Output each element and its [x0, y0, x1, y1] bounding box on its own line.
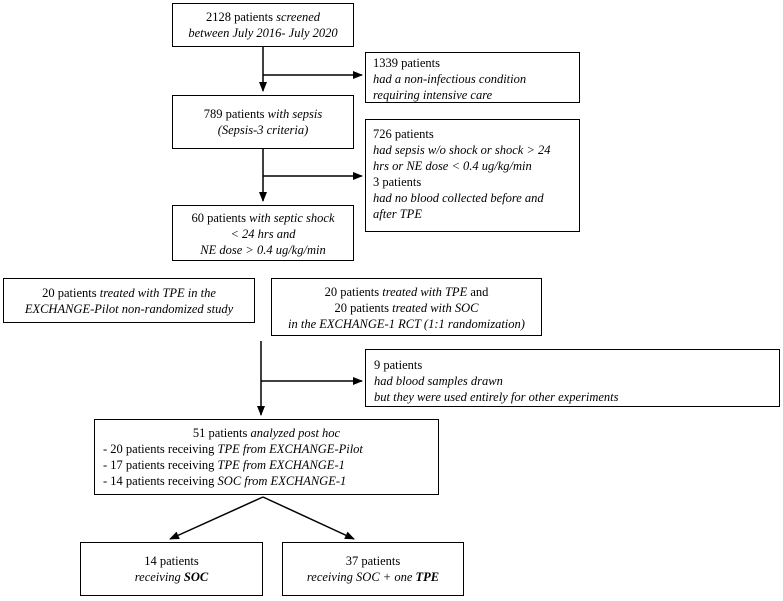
excluded-samples-reason-2: but they were used entirely for other ex…: [374, 390, 619, 404]
analyzed-box: 51 patients analyzed post hoc - 20 patie…: [94, 419, 439, 495]
sepsis-criteria: (Sepsis-3 criteria): [217, 123, 309, 137]
soc-group-treatment: SOC: [183, 570, 209, 584]
rct-study: in the EXCHANGE-1 RCT (1:1 randomization…: [288, 317, 525, 331]
septic-shock-box: 60 patients with septic shock < 24 hrs a…: [172, 205, 354, 261]
excluded-noblood-count: 3 patients: [373, 175, 422, 189]
excluded-noninfectious-count: 1339 patients: [373, 56, 441, 70]
screened-period: between July 2016- July 2020: [188, 26, 338, 40]
septic-shock-criterion-2: NE dose > 0.4 ug/kg/min: [200, 243, 326, 257]
excluded-samples-count: 9 patients: [374, 358, 423, 372]
excluded-sepsis-count: 726 patients: [373, 127, 434, 141]
analyzed-label: analyzed post hoc: [250, 426, 341, 440]
excluded-noblood-reason-1: had no blood collected before and: [373, 191, 544, 205]
soc-group-label: receiving: [134, 570, 184, 584]
tpe-group-box: 37 patients receiving SOC + one TPE: [282, 542, 464, 596]
excluded-sepsis-box: 726 patients had sepsis w/o shock or sho…: [365, 119, 580, 232]
sepsis-box: 789 patients with sepsis (Sepsis-3 crite…: [172, 95, 354, 149]
analyzed-count: 51 patients: [192, 426, 251, 440]
excluded-sepsis-reason-1: had sepsis w/o shock or shock > 24: [373, 143, 551, 157]
excluded-noninfectious-reason-1: had a non-infectious condition: [373, 72, 527, 86]
excluded-samples-reason-1: had blood samples drawn: [374, 374, 503, 388]
arrow-to-tpe-group: [262, 496, 355, 540]
excluded-sepsis-reason-2: hrs or NE dose < 0.4 ug/kg/min: [373, 159, 532, 173]
analyzed-row-1: - 20 patients receiving: [103, 442, 218, 456]
rct-tpe-count: 20 patients: [324, 285, 383, 299]
septic-shock-criterion-1: < 24 hrs and: [230, 227, 296, 241]
screened-box: 2128 patients screened between July 2016…: [172, 3, 354, 47]
pilot-cohort-box: 20 patients treated with TPE in the EXCH…: [3, 278, 255, 323]
rct-soc-count: 20 patients: [334, 301, 393, 315]
analyzed-row-3: - 14 patients receiving: [103, 474, 218, 488]
screened-label: screened: [276, 10, 321, 24]
rct-soc-treatment: treated with SOC: [392, 301, 479, 315]
rct-tpe-treatment: treated with TPE: [382, 285, 468, 299]
septic-shock-label: with septic shock: [249, 211, 335, 225]
sepsis-count: 789 patients: [203, 107, 268, 121]
tpe-group-count: 37 patients: [345, 554, 401, 568]
arrow-to-soc-group: [169, 496, 264, 540]
excluded-noninfectious-reason-2: requiring intensive care: [373, 88, 493, 102]
tpe-group-label: receiving SOC + one: [306, 570, 416, 584]
tpe-group-treatment: TPE: [415, 570, 440, 584]
analyzed-row-2: - 17 patients receiving: [103, 458, 218, 472]
soc-group-box: 14 patients receiving SOC: [80, 542, 263, 596]
pilot-study: EXCHANGE-Pilot non-randomized study: [24, 302, 234, 316]
pilot-treatment: treated with TPE in the: [99, 286, 216, 300]
pilot-count: 20 patients: [42, 286, 100, 300]
excluded-noninfectious-box: 1339 patients had a non-infectious condi…: [365, 52, 580, 103]
rct-cohort-box: 20 patients treated with TPE and 20 pati…: [271, 278, 542, 336]
excluded-noblood-reason-2: after TPE: [373, 207, 422, 221]
screened-count: 2128 patients: [205, 10, 277, 24]
sepsis-label: with sepsis: [267, 107, 323, 121]
septic-shock-count: 60 patients: [191, 211, 250, 225]
excluded-samples-box: 9 patients had blood samples drawn but t…: [365, 349, 780, 407]
soc-group-count: 14 patients: [144, 554, 199, 568]
